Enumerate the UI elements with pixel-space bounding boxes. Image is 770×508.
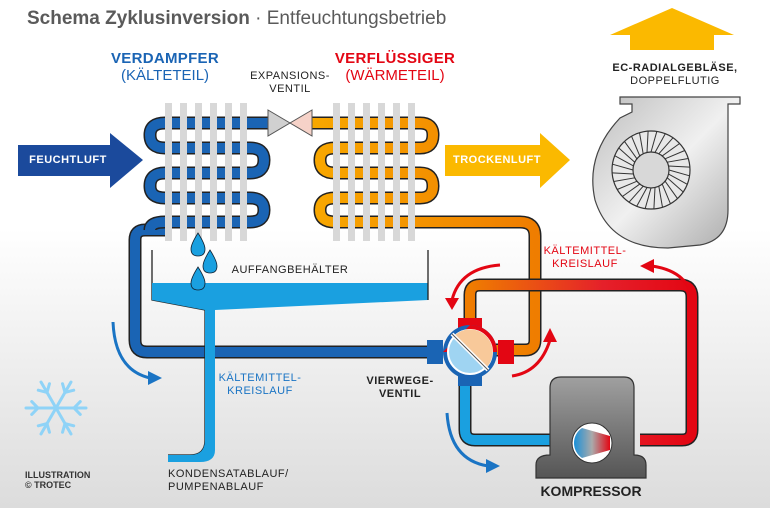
blue-flow-arrow-2 bbox=[445, 412, 489, 468]
four-way-valve-label: VIERWEGE-VENTIL bbox=[366, 375, 434, 400]
snowflake-arm bbox=[54, 406, 73, 436]
credit-label: ILLUSTRATION© TROTEC bbox=[25, 470, 91, 491]
blue-flow-arrow-1 bbox=[111, 321, 151, 380]
air-out-arrow bbox=[445, 133, 570, 188]
fin bbox=[408, 103, 415, 241]
air-in-arrow bbox=[18, 133, 143, 188]
fin bbox=[195, 103, 202, 241]
condenser-label: VERFLÜSSIGER (WÄRMETEIL) bbox=[334, 50, 456, 85]
air-in-label: FEUCHTLUFT bbox=[29, 154, 107, 166]
fan-blade bbox=[668, 165, 690, 168]
expansion-valve-label: EXPANSIONS-VENTIL bbox=[250, 70, 330, 95]
fan-icon bbox=[592, 96, 741, 249]
compressor-label: KOMPRESSOR bbox=[540, 483, 642, 499]
fan-blade bbox=[646, 131, 649, 153]
red-flow-arrow-1 bbox=[450, 263, 501, 301]
snowflake-arm bbox=[30, 406, 40, 416]
fan-blade bbox=[661, 183, 671, 204]
red-flow-arrow-3 bbox=[651, 264, 694, 306]
refrigerant-hot-label: KÄLTEMITTEL-KREISLAUF bbox=[543, 245, 627, 270]
fin bbox=[378, 103, 385, 241]
fin bbox=[348, 103, 355, 241]
snowflake-icon bbox=[24, 380, 88, 436]
fin bbox=[165, 103, 172, 241]
fan-blade bbox=[613, 177, 635, 182]
air-out-label: TROCKENLUFT bbox=[453, 154, 541, 166]
fan-blade bbox=[661, 143, 680, 157]
snowflake-arm bbox=[63, 422, 76, 428]
snowflake-arm bbox=[72, 400, 82, 410]
fan-blade bbox=[622, 183, 641, 197]
fin bbox=[210, 103, 217, 241]
fan-blade bbox=[650, 131, 658, 153]
fan-blade bbox=[667, 158, 689, 163]
fan-blade bbox=[636, 187, 648, 207]
fan-blade bbox=[624, 141, 638, 160]
fan-blade bbox=[639, 132, 644, 154]
fan-blade bbox=[612, 163, 634, 171]
fin bbox=[333, 103, 340, 241]
fan-blade bbox=[617, 180, 638, 190]
fin bbox=[240, 103, 247, 241]
fan-blade bbox=[631, 136, 641, 157]
fan-blade bbox=[612, 172, 634, 175]
page-title: Schema Zyklusinversion · Entfeuchtungsbe… bbox=[27, 8, 447, 29]
snowflake-arm bbox=[61, 382, 67, 394]
collector-label: AUFFANGBEHÄLTER bbox=[231, 264, 349, 276]
fan-blade bbox=[668, 173, 688, 185]
fin bbox=[225, 103, 232, 241]
water-drop-icon bbox=[190, 232, 218, 291]
fin bbox=[180, 103, 187, 241]
fin bbox=[393, 103, 400, 241]
fan-blade bbox=[654, 133, 666, 153]
fan-blade bbox=[658, 137, 674, 155]
fan-blade bbox=[618, 147, 636, 163]
fin bbox=[363, 103, 370, 241]
red-flow-arrow-2 bbox=[511, 339, 552, 378]
compressor-icon bbox=[535, 376, 647, 479]
snowflake-arm bbox=[39, 380, 58, 410]
fan-blade bbox=[644, 187, 652, 209]
snowflake-arm bbox=[36, 388, 49, 394]
drain-label: KONDENSATABLAUF/PUMPENABLAUF bbox=[168, 468, 289, 493]
valve-icon bbox=[267, 109, 313, 137]
fan-blade bbox=[653, 187, 656, 209]
fan-blade bbox=[664, 180, 678, 199]
fan-blade bbox=[664, 150, 685, 160]
snowflake-arm bbox=[45, 422, 51, 434]
snowflake-arm bbox=[39, 406, 58, 436]
fan-label: EC-RADIALGEBLÄSE,DOPPELFLUTIG bbox=[612, 62, 738, 87]
fan-outlet-arrow bbox=[610, 8, 734, 50]
evaporator-label: VERDAMPFER (KÄLTETEIL) bbox=[110, 50, 219, 85]
refrigerant-cold-label: KÄLTEMITTEL-KREISLAUF bbox=[218, 372, 302, 397]
fan-blade bbox=[628, 185, 644, 203]
snowflake-arm bbox=[54, 380, 73, 410]
fan-blade bbox=[658, 186, 663, 208]
fan-blade bbox=[666, 177, 684, 193]
fan-blade bbox=[614, 155, 634, 167]
four-way-valve-icon bbox=[427, 318, 514, 386]
fan-blade bbox=[668, 169, 690, 177]
